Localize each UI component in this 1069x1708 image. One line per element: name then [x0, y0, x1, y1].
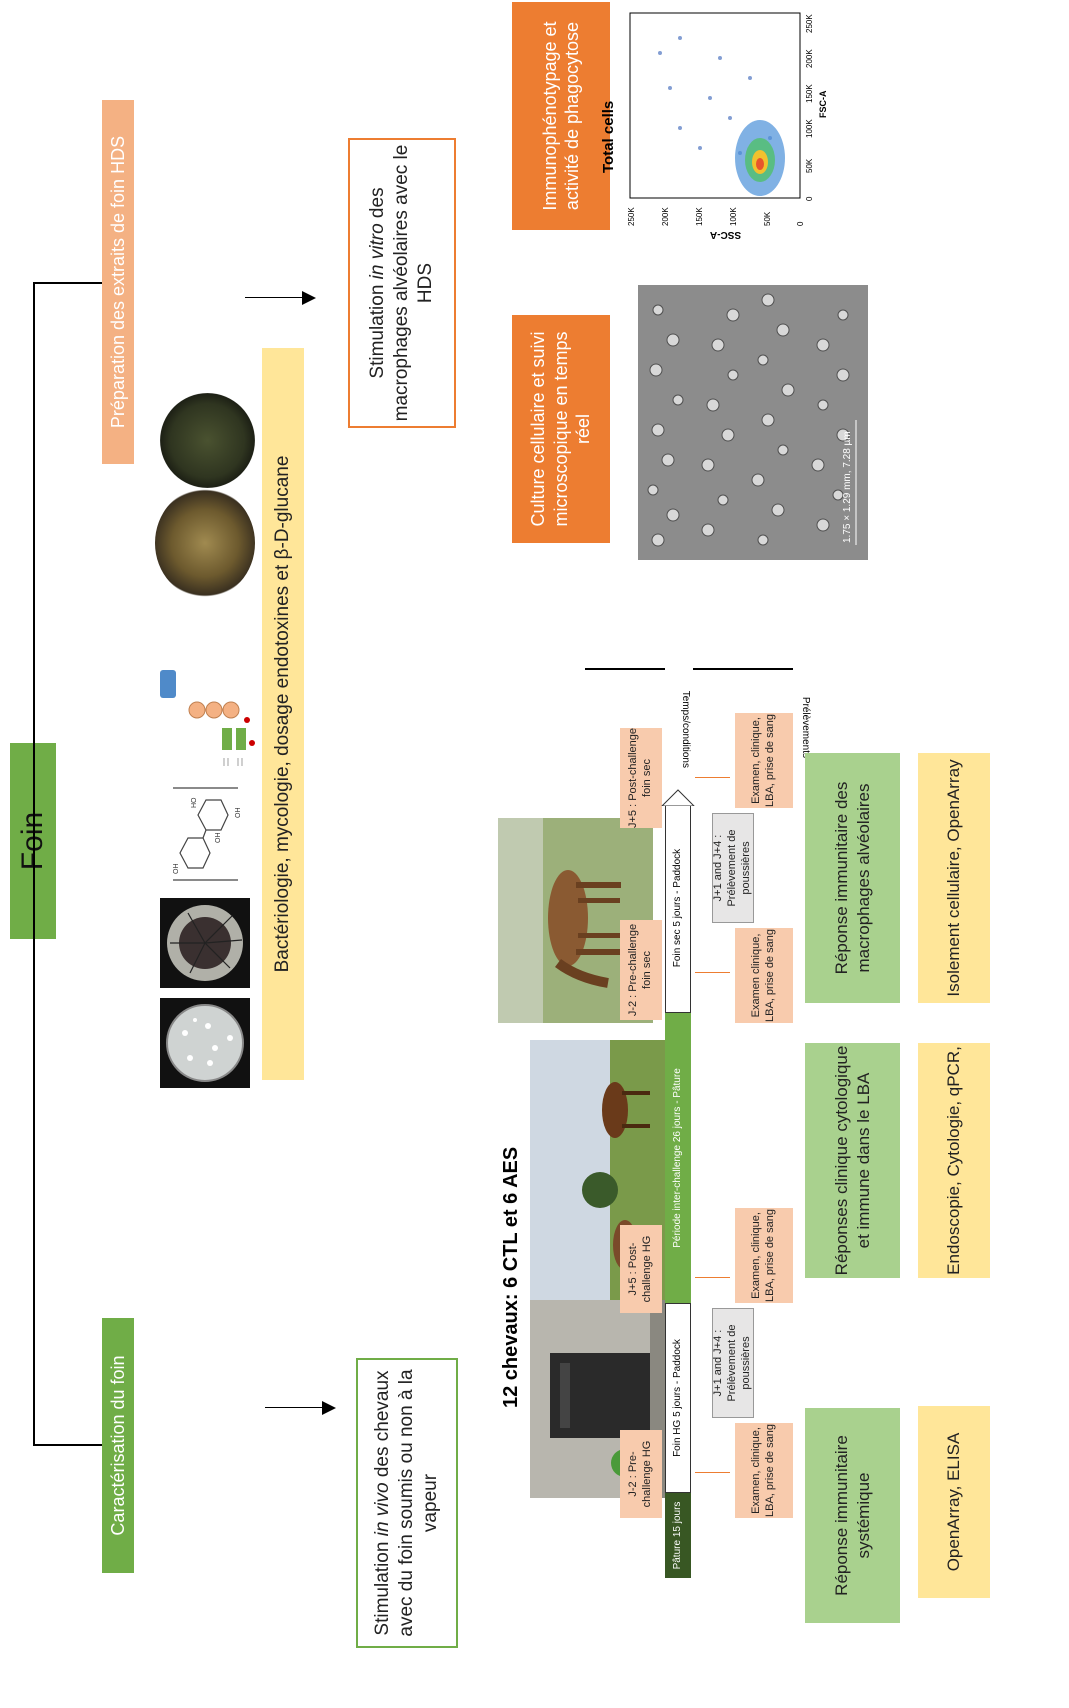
svg-text:OH: OH: [173, 864, 180, 875]
invitro-text-em: in vitro: [367, 223, 389, 280]
invivo-stimulation-box: Stimulation in vivo des chevaux avec du …: [356, 1358, 458, 1648]
branch-characterization: Caractérisation du foin: [102, 1318, 134, 1573]
flow-ylabel: SSC-A: [709, 228, 742, 240]
sample-exam-2: Examen, clinique, LBA, prise de sang: [735, 1208, 793, 1303]
immuno-label-box: Immunophénotypage et activité de phagocy…: [512, 2, 610, 230]
sample-dust-1: J+1 and J+4 : Prélèvement de poussières: [712, 1308, 754, 1418]
horse-field-photo: [498, 818, 653, 1023]
dust-extract-photo: [160, 393, 255, 488]
response-macrophages: Réponse immunitaire des macrophages alvé…: [805, 753, 900, 1003]
sample-dust-2: J+1 and J+4 : Prélèvement de poussières: [712, 813, 754, 923]
flow-title: Total cells: [600, 100, 617, 173]
flow-tick-y: 100K: [729, 207, 738, 226]
sample-arrow-line: [695, 972, 730, 973]
invitro-text-pre: Stimulation: [367, 279, 389, 379]
flow-tick-y: 150K: [695, 207, 704, 226]
flow-tick-y: 0: [796, 221, 805, 226]
beta-glucan-structure-icon: OH OH HO OH: [173, 787, 242, 881]
analyses-bar: Bactériologie, mycologie, dosage endotox…: [262, 348, 304, 1080]
branch-extracts: Préparation des extraits de foin HDS: [102, 100, 134, 464]
flow-tick-y: 250K: [627, 207, 636, 226]
timeline-arrow-head-icon: [660, 789, 696, 806]
svg-text:OH: OH: [215, 833, 222, 844]
flow-tick-x: 50K: [805, 158, 814, 173]
flow-tick-x: 250K: [805, 14, 814, 33]
culture-label-box: Culture cellulaire et suivi microscopiqu…: [512, 315, 610, 543]
sample-exam-3: Examen clinique, LBA, prise de sang: [735, 928, 793, 1023]
sample-arrow-line: [695, 1277, 730, 1278]
moldy-hay-photo: [155, 488, 255, 598]
flow-tick-x: 100K: [805, 119, 814, 138]
connector-line: [33, 282, 103, 284]
arrow-down-icon: [302, 291, 316, 305]
endotoxin-structure-icon: [160, 670, 255, 766]
sample-exam-1: Examen, clinique, LBA, prise de sang: [735, 1423, 793, 1518]
bracket-temps-label: Temps/conditions: [680, 690, 691, 768]
sample-arrow-line: [695, 1472, 730, 1473]
invivo-text-pre: Stimulation: [372, 1536, 394, 1636]
microscopy-scale-text: 1.75 × 1.29 mm, 7.28 µm: [842, 431, 853, 543]
svg-text:OH: OH: [235, 808, 242, 819]
method-lba: Endoscopie, Cytologie, qPCR,: [918, 1043, 990, 1278]
arrow-down-icon: [322, 1401, 336, 1415]
response-systemic: Réponse immunitaire systémique: [805, 1408, 900, 1623]
timeline-pature: Pâture 15 jours: [665, 1493, 691, 1578]
flow-xlabel: FSC-A: [818, 90, 828, 118]
microscopy-image: [638, 285, 868, 560]
timepoint-post-hg: J+5 : Post-challenge HG: [620, 1225, 662, 1313]
method-macrophages: Isolement cellulaire, OpenArray: [918, 753, 990, 1003]
connector-line: [33, 1444, 103, 1446]
timepoint-pre-hg: J-2 : Pre-challenge HG: [620, 1430, 662, 1518]
timeline-foin-sec: Foin sec 5 jours - Paddock: [665, 803, 691, 1013]
connector-line: [265, 1407, 325, 1408]
svg-text:HO: HO: [191, 797, 198, 808]
timeline-inter: Période inter-challenge 26 jours - Pâtur…: [665, 1013, 691, 1303]
invivo-text-em: in vivo: [372, 1482, 394, 1537]
flow-cytometry-plot: 0 50K 100K 150K 200K 250K 0 50K 100K 150…: [627, 12, 828, 226]
response-lba: Réponses clinique cytologique et immune …: [805, 1043, 900, 1278]
timepoint-pre-sec: J-2 : Pre-challenge foin sec: [620, 920, 662, 1020]
sample-arrow-line: [695, 777, 730, 778]
invitro-stimulation-box: Stimulation in vitro des macrophages alv…: [348, 138, 456, 428]
petri-dish-bacteria-icon: [160, 998, 250, 1088]
connector-line: [33, 283, 35, 1446]
flow-tick-y: 200K: [661, 207, 670, 226]
sample-exam-4: Examen, clinique, LBA, prise de sang: [735, 713, 793, 808]
horses-title: 12 chevaux: 6 CTL et 6 AES: [500, 1146, 522, 1408]
petri-dish-fungus-icon: [160, 898, 250, 988]
flow-tick-x: 0: [805, 196, 814, 201]
flow-tick-x: 150K: [805, 84, 814, 103]
flow-tick-x: 200K: [805, 49, 814, 68]
connector-line: [245, 297, 305, 298]
method-systemic: OpenArray, ELISA: [918, 1406, 990, 1598]
flow-tick-y: 50K: [763, 211, 772, 226]
timepoint-post-sec: J+5 : Post-challenge foin sec: [620, 728, 662, 828]
timeline-foin-hg: Foin HG 5 jours - Paddock: [665, 1303, 691, 1493]
bracket-prelev-label: Prélèvements: [800, 696, 811, 758]
